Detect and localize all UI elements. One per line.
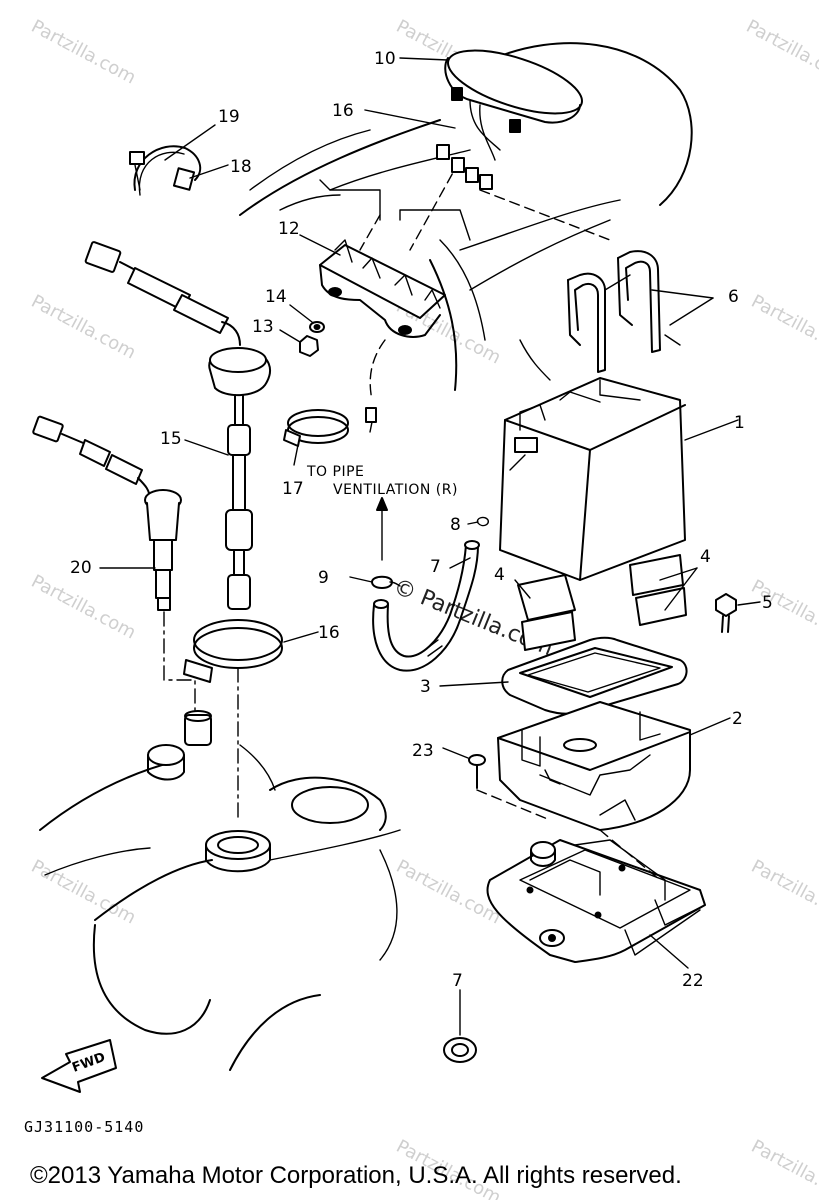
part-label-14: 14 [265, 287, 287, 307]
watermark: Partzilla.com [748, 1136, 819, 1200]
watermark: Partzilla.com [748, 856, 819, 929]
part-label-20: 18 [230, 157, 252, 177]
part-label-16: 16 [318, 623, 340, 643]
part-label-1: 1 [734, 413, 745, 433]
part-labels: 10 16 19 18 12 14 13 15 17 20 16 6 1 8 7… [70, 49, 773, 991]
part-label-10: 9 [318, 568, 329, 588]
part-label-4b: 4 [700, 547, 711, 567]
watermark: Partzilla.com [748, 291, 819, 364]
part-label-4: 4 [494, 565, 505, 585]
part-label-18: 17 [282, 479, 304, 499]
watermark: Partzilla.com [748, 576, 819, 649]
part-label-17: 16 [332, 101, 354, 121]
part-label-6: 6 [728, 287, 739, 307]
part-label-12: 12 [278, 219, 300, 239]
part-label-15: 15 [160, 429, 182, 449]
part-label-9: 8 [450, 515, 461, 535]
note-line-2: VENTILATION (R) [333, 482, 458, 498]
part-label-22: 22 [682, 971, 704, 991]
part-label-2: 2 [732, 709, 743, 729]
part-label-8: 7 [430, 557, 441, 577]
part-label-3: 3 [420, 677, 431, 697]
part-label-19: 20 [70, 558, 92, 578]
part-label-11: 10 [374, 49, 396, 69]
watermark: Partzilla.com [28, 856, 140, 929]
part-label-13: 13 [252, 317, 274, 337]
copyright-notice: ©2013 Yamaha Motor Corporation, U.S.A. A… [30, 1162, 682, 1189]
part-label-21: 19 [218, 107, 240, 127]
diagram-code: GJ31100-5140 [24, 1118, 145, 1136]
watermark-group: Partzilla.com Partzilla.com Partzilla.co… [28, 16, 819, 1200]
part-label-7: 7 [452, 971, 463, 991]
watermark: Partzilla.com [28, 16, 140, 89]
watermark: Partzilla.com [28, 291, 140, 364]
watermark: Partzilla.com [28, 571, 140, 644]
watermark: Partzilla.com [743, 16, 819, 89]
part-label-23: 23 [412, 741, 434, 761]
line-art [32, 42, 761, 1093]
note-line-1: TO PIPE [306, 464, 364, 480]
part-label-5: 5 [762, 593, 773, 613]
